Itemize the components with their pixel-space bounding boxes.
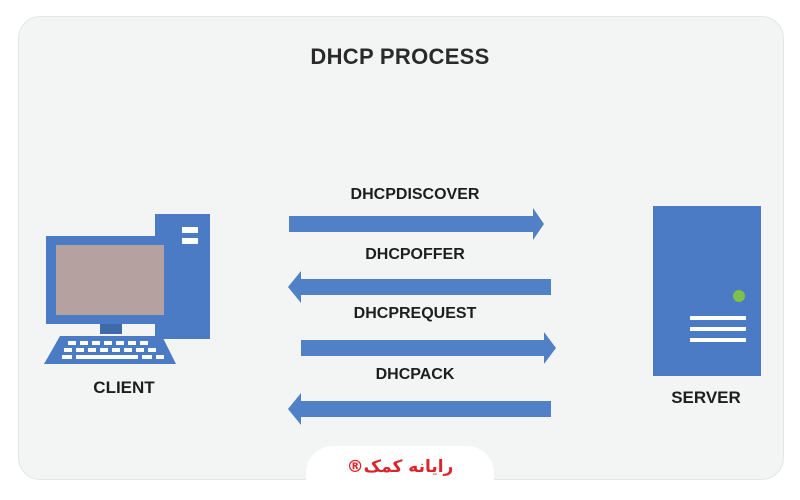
arrow-dhcpack <box>288 393 551 425</box>
server-slot-2 <box>690 327 746 331</box>
message-label-dhcpack: DHCPACK <box>375 366 455 383</box>
client-keyboard-keys <box>62 341 164 359</box>
watermark-logo-text: رایانه کمک® <box>346 457 454 477</box>
arrow-dhcpoffer <box>288 271 551 303</box>
arrow-dhcpdiscover <box>289 208 544 240</box>
arrow-dhcprequest <box>301 332 556 364</box>
client-screen <box>56 245 164 315</box>
client-computer-icon <box>44 214 210 364</box>
server-slot-1 <box>690 316 746 320</box>
client-keyboard <box>44 336 176 364</box>
message-label-dhcpdiscover: DHCPDISCOVER <box>350 186 480 203</box>
client-label: CLIENT <box>93 378 155 397</box>
diagram-title: DHCP PROCESS <box>310 44 490 69</box>
client-monitor-neck <box>100 324 122 334</box>
message-label-dhcprequest: DHCPREQUEST <box>353 305 477 322</box>
server-led <box>733 290 745 302</box>
server-body <box>653 206 761 376</box>
client-tower-slot-1 <box>182 227 198 233</box>
server-label: SERVER <box>671 388 741 407</box>
message-label-dhcpoffer: DHCPOFFER <box>365 246 465 263</box>
server-icon <box>653 206 761 376</box>
watermark-badge <box>306 446 494 500</box>
server-slot-3 <box>690 338 746 342</box>
client-tower-slot-2 <box>182 238 198 244</box>
